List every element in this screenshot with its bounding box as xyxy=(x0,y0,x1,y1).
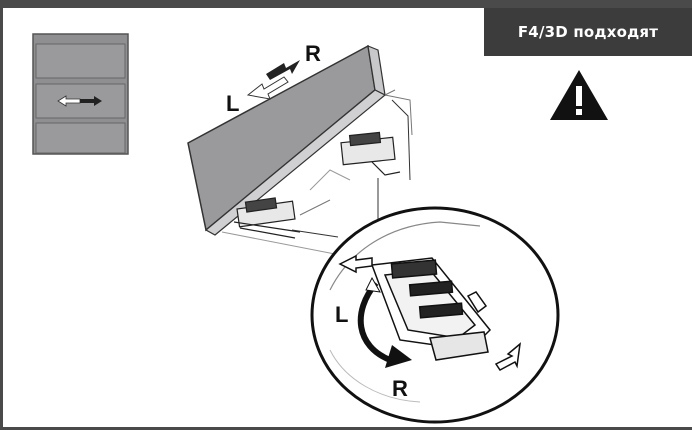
detail-magnifier xyxy=(310,206,560,424)
rotation-arrow-icon xyxy=(357,281,392,363)
release-clip-detail xyxy=(370,257,492,361)
release-arrow-left-icon xyxy=(338,254,373,274)
drawer-body xyxy=(221,89,413,256)
detail-label-right: R xyxy=(392,376,408,401)
drawer-clip-right xyxy=(340,131,401,176)
drawer-bottom xyxy=(35,122,126,154)
cabinet-icon xyxy=(32,33,129,155)
left-right-arrow-icon xyxy=(57,95,102,107)
top-border xyxy=(0,0,692,8)
label-right: R xyxy=(305,41,321,66)
compatibility-badge: F4/3D подходят xyxy=(484,8,692,56)
release-arrow-right-icon xyxy=(494,342,522,371)
left-border xyxy=(0,0,3,430)
rotation-arrow-head xyxy=(385,345,412,368)
drawer-top xyxy=(35,43,126,79)
bottom-border xyxy=(0,427,692,430)
detail-label-left: L xyxy=(335,302,348,327)
zoom-lines xyxy=(291,99,411,238)
double-arrow-icon xyxy=(246,60,300,100)
drawer-clip-left xyxy=(233,197,301,239)
warning-triangle-icon xyxy=(550,70,608,120)
label-left: L xyxy=(226,91,239,116)
